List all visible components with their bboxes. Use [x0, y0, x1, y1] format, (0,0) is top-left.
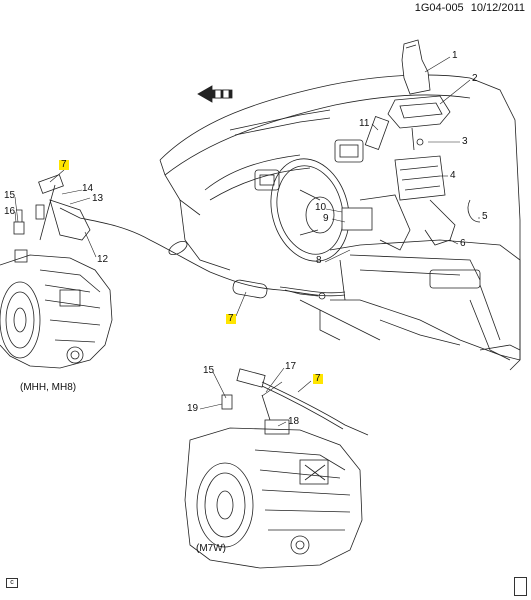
instrument-panel — [159, 74, 521, 371]
copyright-icon: c — [6, 578, 18, 588]
callout-8: 8 — [316, 255, 322, 266]
page-badge-icon — [514, 577, 527, 596]
callout-14: 14 — [82, 183, 94, 194]
callout-2: 2 — [472, 73, 478, 84]
left-transmission — [0, 174, 113, 369]
variant-label-left: (MHH, MH8) — [20, 382, 77, 393]
callout-3: 3 — [462, 136, 468, 147]
callout-19: 19 — [187, 403, 199, 414]
front-direction-arrow-icon — [197, 85, 233, 103]
callout-18: 18 — [288, 416, 300, 427]
shift-cable — [59, 207, 346, 300]
leader-lines — [14, 56, 480, 427]
figure-id: 1G04-005 — [414, 2, 464, 14]
callout-12: 12 — [97, 254, 109, 265]
callout-1: 1 — [452, 50, 458, 61]
figure-header: 1G04-005 10/12/2011 — [411, 2, 525, 14]
callout-5: 5 — [482, 211, 488, 222]
callout-15-left: 15 — [4, 190, 16, 201]
callout-9: 9 — [323, 213, 329, 224]
steering-wheel — [270, 158, 350, 262]
bottom-transmission — [184, 368, 369, 569]
callout-7-center: 7 — [226, 313, 236, 324]
callout-16: 16 — [4, 206, 16, 217]
callout-4: 4 — [450, 170, 456, 181]
callout-11: 11 — [359, 118, 370, 129]
shift-lever-assembly — [341, 39, 481, 251]
callout-15-bottom: 15 — [203, 365, 215, 376]
callout-17: 17 — [285, 361, 297, 372]
callout-6: 6 — [460, 238, 466, 249]
figure-date: 10/12/2011 — [470, 2, 525, 14]
callout-10: 10 — [315, 202, 327, 213]
callout-7-bottom: 7 — [313, 373, 323, 384]
variant-label-bottom: (M7W) — [196, 543, 226, 554]
callout-13: 13 — [92, 193, 104, 204]
callout-7-left: 7 — [59, 159, 69, 170]
